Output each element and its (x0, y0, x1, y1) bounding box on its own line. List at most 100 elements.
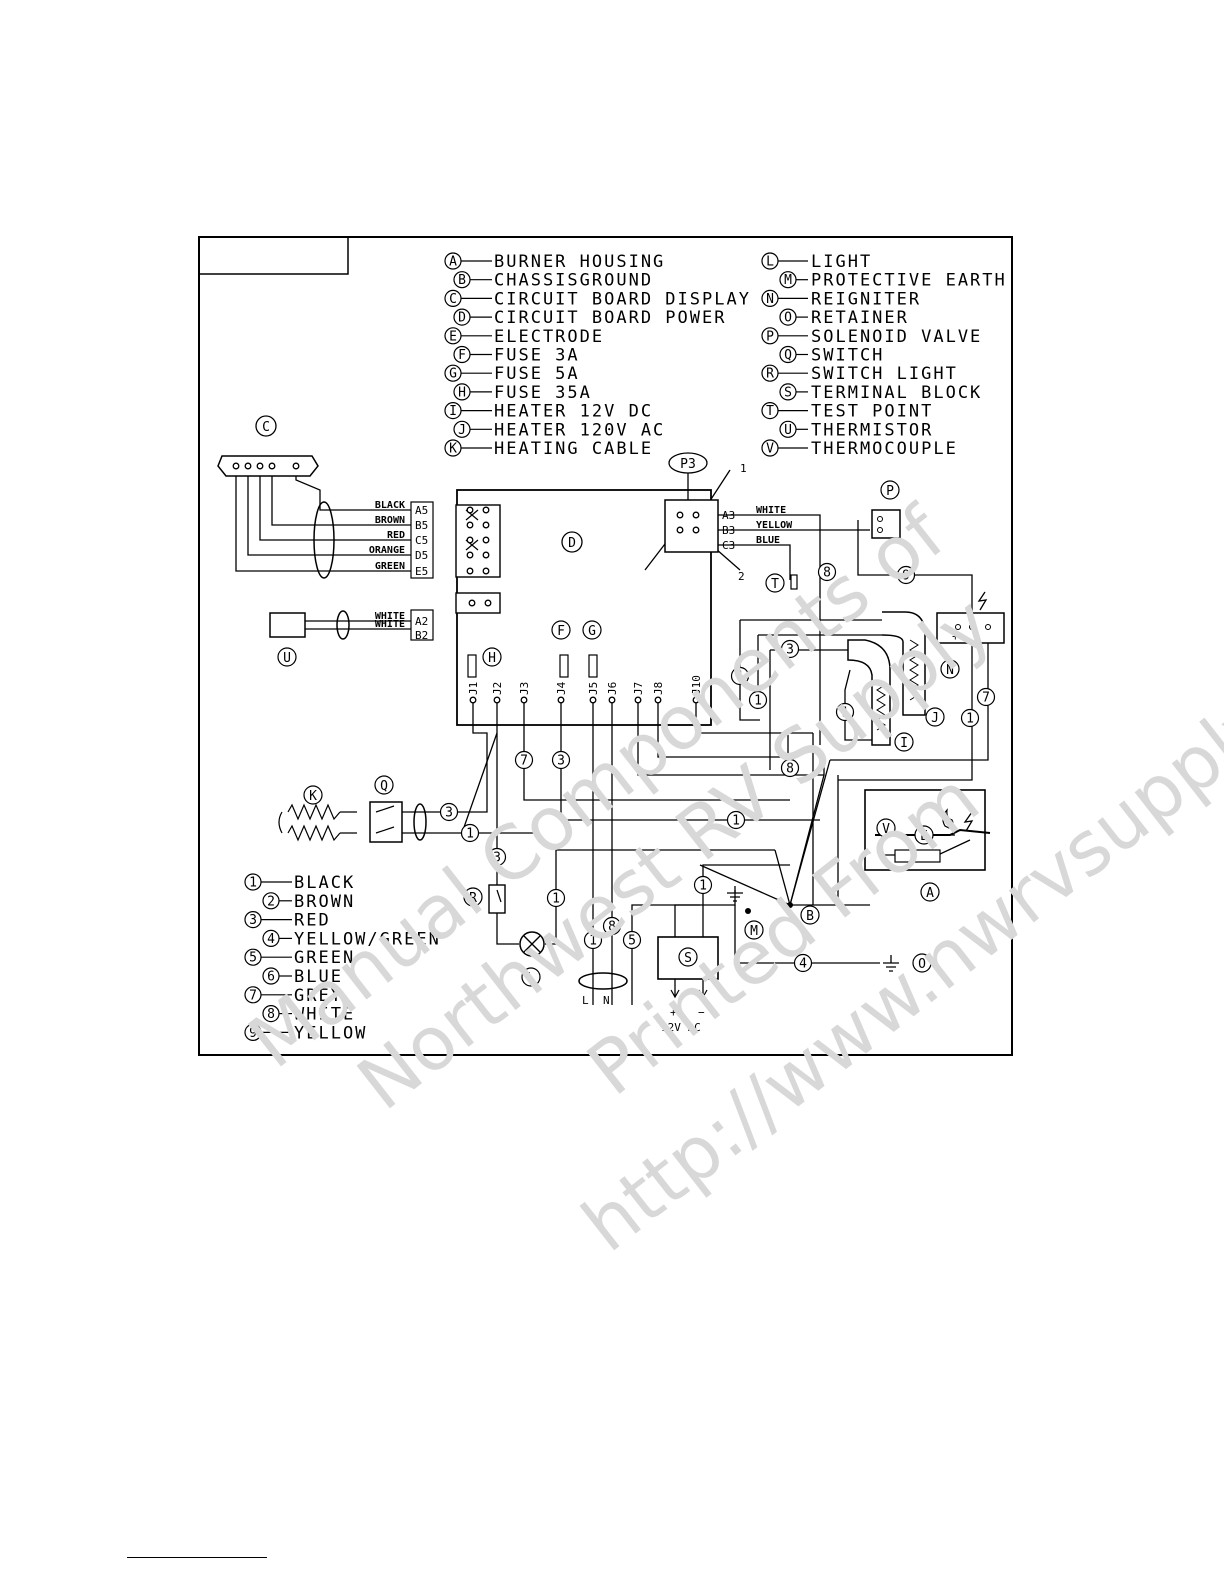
display-connector-c: C (217, 415, 319, 477)
svg-text:L: L (527, 971, 535, 986)
svg-text:P: P (766, 329, 774, 344)
svg-text:WHITE: WHITE (294, 1005, 355, 1025)
svg-text:ELECTRODE: ELECTRODE (494, 327, 604, 347)
svg-text:O: O (784, 311, 792, 326)
wire-label: BROWN (375, 515, 405, 526)
svg-text:N: N (766, 292, 774, 307)
switch-q: Q (369, 775, 403, 843)
svg-text:GREY: GREY (294, 986, 343, 1006)
jack-j7: J7 (632, 682, 645, 704)
wire-tag-8: 8 (602, 916, 622, 936)
wire-tag-7: 7 (514, 750, 534, 770)
wire-label: YELLOW (756, 520, 793, 531)
flame-icon (942, 808, 954, 829)
svg-text:S: S (684, 951, 692, 966)
wire-tag-7: 7 (976, 687, 996, 707)
svg-text:HEATING CABLE: HEATING CABLE (494, 439, 653, 459)
jack-j1: J1 (467, 682, 480, 704)
wire-tag-5: 5 (622, 930, 642, 950)
wire-tag-9: 9 (896, 565, 916, 585)
burner-housing-a: V E A (864, 789, 991, 902)
svg-text:1: 1 (732, 814, 740, 829)
svg-text:CIRCUIT BOARD DISPLAY: CIRCUIT BOARD DISPLAY (494, 289, 751, 309)
wire-tag-1: 1 (960, 708, 980, 728)
legend-item-n: N REIGNITER (761, 289, 921, 309)
ground-icon (727, 886, 899, 972)
svg-text:BLUE: BLUE (294, 967, 343, 987)
svg-text:7: 7 (520, 754, 528, 769)
terminal-block-s: S + − 12V DC (657, 936, 719, 1034)
svg-text:J8: J8 (652, 682, 665, 695)
svg-text:G: G (449, 367, 457, 382)
pin-label: D5 (415, 549, 428, 562)
svg-text:M: M (750, 924, 758, 939)
pin-label: C5 (415, 534, 428, 547)
svg-text:B: B (458, 273, 466, 288)
pin (256, 462, 264, 470)
svg-text:FUSE 3A: FUSE 3A (494, 346, 580, 366)
svg-text:HEATER 12V DC: HEATER 12V DC (494, 402, 653, 422)
pin-label: B2 (415, 629, 428, 642)
wire-tag-3: 3 (487, 847, 507, 867)
wire-tag-4: 4 (793, 953, 813, 973)
svg-text:YELLOW/GREEN: YELLOW/GREEN (294, 929, 441, 949)
pin-label: A3 (722, 509, 735, 522)
svg-text:L: L (582, 994, 589, 1007)
svg-text:J1: J1 (467, 682, 480, 695)
svg-text:E: E (920, 829, 928, 844)
pin-label: A5 (415, 504, 428, 517)
svg-text:BLACK: BLACK (294, 873, 355, 893)
wire-label: BLUE (756, 535, 780, 546)
svg-text:S: S (784, 385, 792, 400)
svg-text:3: 3 (249, 913, 257, 928)
heating-cable-k: K (278, 785, 341, 842)
jack-j6: J6 (606, 682, 619, 704)
svg-text:J7: J7 (632, 682, 645, 695)
wire-tag-1: 1 (693, 875, 713, 895)
svg-text:7: 7 (249, 988, 257, 1003)
title-box (198, 236, 349, 275)
svg-text:R: R (469, 891, 477, 906)
svg-text:D: D (568, 536, 576, 551)
wire-tag-1: 1 (460, 823, 480, 843)
jack-j4: J4 (555, 681, 568, 704)
svg-text:J4: J4 (555, 681, 568, 695)
svg-text:2: 2 (738, 570, 745, 583)
svg-text:K: K (449, 442, 457, 457)
pin-label: B3 (722, 524, 735, 537)
svg-text:F: F (557, 624, 565, 639)
heater-12v-i: I (847, 639, 914, 752)
wire-legend-item-7: 7 GREY (244, 986, 343, 1006)
wire-legend-item-8: 8 WHITE (262, 1005, 355, 1025)
svg-text:B: B (806, 909, 814, 924)
pin-label: A2 (415, 615, 428, 628)
svg-text:REIGNITER: REIGNITER (811, 289, 921, 309)
wire-tag-1: 1 (748, 690, 768, 710)
svg-text:−: − (698, 1006, 705, 1019)
wire-label: GREEN (375, 561, 405, 572)
svg-text:U: U (784, 423, 792, 438)
jack-j10: J10 (690, 675, 703, 704)
svg-text:THERMISTOR: THERMISTOR (811, 420, 933, 440)
wire-tag-3: 3 (780, 639, 800, 659)
legend-item-u: U THERMISTOR (779, 420, 933, 440)
wire-tag-1: 1 (726, 810, 746, 830)
svg-text:8: 8 (267, 1007, 275, 1022)
svg-text:Q: Q (380, 779, 388, 794)
svg-text:J2: J2 (491, 682, 504, 695)
svg-text:U: U (283, 651, 291, 666)
svg-text:YELLOW: YELLOW (294, 1023, 367, 1043)
pin (292, 462, 300, 470)
svg-text:8: 8 (823, 566, 831, 581)
svg-text:1: 1 (589, 934, 597, 949)
